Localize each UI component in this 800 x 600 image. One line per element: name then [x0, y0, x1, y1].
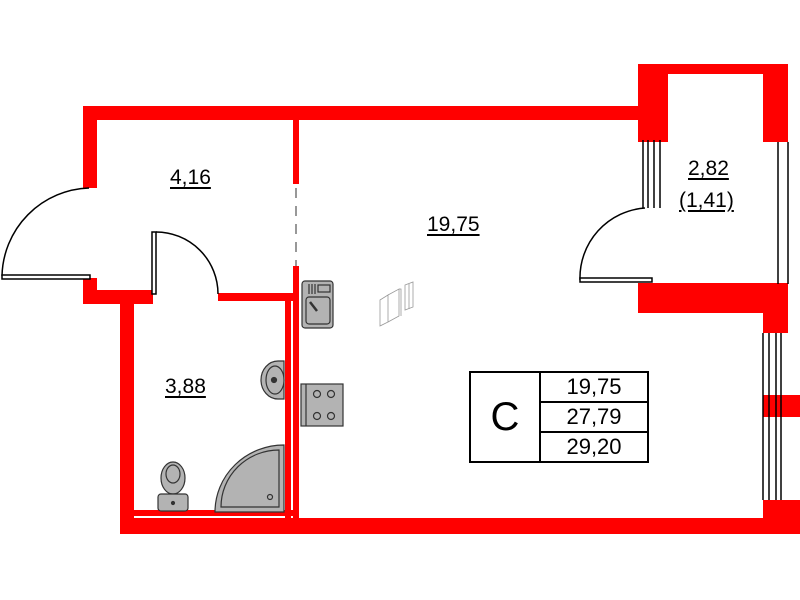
- hallway-area-label: 4,16: [170, 166, 211, 189]
- balcony-area-label: 2,82: [688, 157, 729, 180]
- bathroom-area-label: 3,88: [165, 375, 206, 398]
- stove-icon: [300, 383, 344, 427]
- shower-tray-icon: [214, 444, 285, 513]
- total-area-with-balcony-value: 29,20: [566, 434, 622, 459]
- balcony-reduced-area-label: (1,41): [679, 189, 734, 212]
- living-room-area-label: 19,75: [427, 213, 480, 236]
- washbasin-icon: [260, 360, 285, 400]
- kitchen-sink-icon: [301, 280, 334, 329]
- total-area-value: 27,79: [541, 403, 647, 433]
- apartment-type: С: [471, 373, 541, 461]
- area-summary-table: С 19,75 27,79 29,20: [469, 371, 649, 463]
- living-area-value: 19,75: [541, 373, 647, 403]
- wardrobe-icon: [379, 281, 414, 327]
- doors-windows: [1, 140, 789, 500]
- toilet-icon: [157, 461, 189, 512]
- walls: [83, 64, 800, 534]
